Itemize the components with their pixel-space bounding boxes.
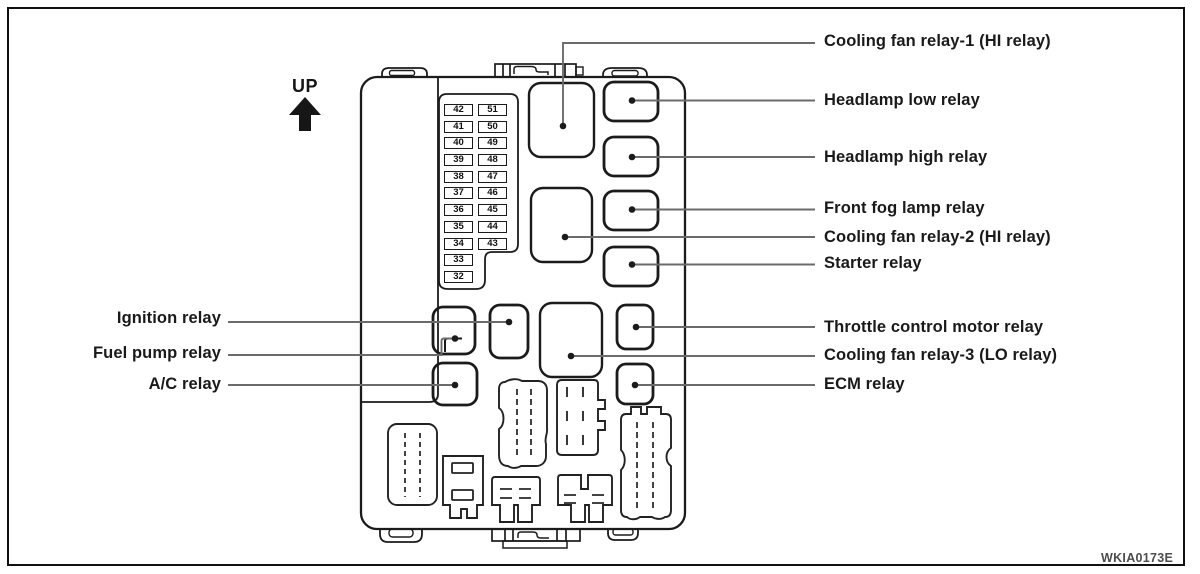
label-ac-relay: A/C relay — [148, 375, 221, 393]
fuse-cell-40: 40 — [444, 137, 473, 149]
callout-dot-starter — [628, 261, 636, 268]
mount-tab-bottom-right — [607, 529, 639, 541]
connector-center-molded — [498, 378, 549, 469]
mount-tab-bottom-left — [379, 529, 423, 543]
fuse-cell-48: 48 — [478, 154, 507, 166]
inner-divider-wall — [361, 78, 439, 403]
connector-right-large — [620, 406, 672, 521]
up-arrow-icon — [289, 97, 321, 131]
relay-ecm — [615, 362, 655, 406]
connector-plug-a — [491, 476, 541, 523]
callout-dot-front-fog — [628, 206, 636, 213]
fuse-cell-43: 43 — [478, 238, 507, 250]
fusebox-body — [359, 75, 687, 531]
relay-headlamp-low — [602, 80, 660, 123]
label-cooling-fan-relay-1: Cooling fan relay-1 (HI relay) — [824, 32, 1051, 50]
connector-fuse-holder — [442, 455, 484, 519]
callout-dot-ac — [451, 381, 459, 389]
callout-dot-cooling-fan-3 — [567, 352, 575, 360]
fuse-cell-39: 39 — [444, 154, 473, 166]
label-throttle-control-motor-relay: Throttle control motor relay — [824, 318, 1044, 336]
callout-dot-throttle — [632, 323, 640, 331]
fuse-cell-44: 44 — [478, 221, 507, 233]
callout-dot-fuel-pump — [451, 335, 459, 342]
connectors — [387, 378, 672, 523]
fuse-cell-49: 49 — [478, 137, 507, 149]
mount-tab-bottom-right-inner — [612, 528, 634, 536]
callout-lines — [228, 42, 815, 386]
fuse-panel-outline — [438, 93, 519, 290]
callout-dot-ignition — [505, 318, 513, 326]
callout-dot-headlamp-low — [628, 97, 636, 104]
label-headlamp-high-relay: Headlamp high relay — [824, 148, 988, 166]
fuse-cell-35: 35 — [444, 221, 473, 233]
fuse-cell-51: 51 — [478, 104, 507, 116]
figure-code: WKIA0173E — [1101, 551, 1174, 565]
fuse-cell-32: 32 — [444, 271, 473, 283]
mount-tab-top-left-inner — [388, 69, 416, 77]
callout-dot-cooling-fan-1 — [559, 122, 567, 130]
callout-dot-ecm — [631, 381, 639, 389]
relay-fuel-pump-housing — [431, 305, 477, 356]
mount-tab-top-left — [381, 67, 428, 77]
fusebox-outline — [359, 63, 687, 549]
fuse-cell-41: 41 — [444, 121, 473, 133]
relay-starter — [602, 245, 660, 288]
callout-line-cooling-fan-1 — [562, 42, 815, 126]
fuse-cell-33: 33 — [444, 254, 473, 266]
fuse-cell-46: 46 — [478, 187, 507, 199]
label-ecm-relay: ECM relay — [824, 375, 905, 393]
relay-cooling-fan-3 — [538, 301, 604, 379]
callout-dots — [451, 97, 640, 389]
mount-bracket-bottom — [491, 528, 581, 549]
relay-ac — [431, 361, 479, 407]
connector-plug-b — [557, 474, 613, 523]
fuse-cell-42: 42 — [444, 104, 473, 116]
fuse-cell-36: 36 — [444, 204, 473, 216]
mount-tab-top-right — [602, 67, 648, 77]
connector-left-large — [387, 423, 438, 506]
connector-side-tab — [556, 379, 606, 456]
fuse-cell-38: 38 — [444, 171, 473, 183]
mount-bracket-top — [494, 63, 584, 78]
up-label: UP — [291, 76, 318, 96]
label-starter-relay: Starter relay — [824, 254, 922, 272]
relay-front-fog-lamp — [602, 189, 660, 232]
label-cooling-fan-relay-3: Cooling fan relay-3 (LO relay) — [824, 346, 1058, 364]
relay-ignition — [488, 303, 530, 360]
callout-dot-cooling-fan-2 — [561, 233, 569, 241]
callout-dot-headlamp-high — [628, 153, 636, 161]
fuse-cell-34: 34 — [444, 238, 473, 250]
fuse-cell-50: 50 — [478, 121, 507, 133]
callout-line-fuel-pump — [228, 337, 455, 356]
fuse-cell-47: 47 — [478, 171, 507, 183]
fuse-cell-37: 37 — [444, 187, 473, 199]
relay-cooling-fan-1 — [527, 81, 596, 159]
mount-tab-bottom-left-inner — [388, 528, 414, 538]
mount-tab-top-right-inner — [611, 69, 639, 77]
label-fuel-pump-relay: Fuel pump relay — [92, 344, 221, 362]
fuse-cell-45: 45 — [478, 204, 507, 216]
label-headlamp-low-relay: Headlamp low relay — [824, 91, 980, 109]
relay-cooling-fan-2 — [529, 186, 594, 264]
label-ignition-relay: Ignition relay — [116, 309, 221, 327]
label-cooling-fan-relay-2: Cooling fan relay-2 (HI relay) — [824, 228, 1051, 246]
label-front-fog-lamp-relay: Front fog lamp relay — [824, 199, 985, 217]
